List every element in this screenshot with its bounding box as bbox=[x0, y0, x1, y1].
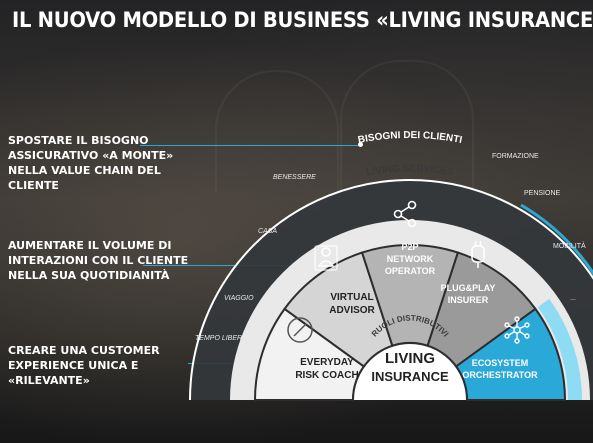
statement-shift-need: SPOSTARE IL BISOGNO ASSICURATIVO «A MONT… bbox=[8, 134, 174, 192]
ring-label-needs: BISOGNI DEI CLIENTI bbox=[357, 130, 463, 146]
segment-label-line: ORCHESTRATOR bbox=[462, 370, 538, 380]
need-label: FORMAZIONE bbox=[492, 153, 539, 160]
need-label: MOBILITÀ bbox=[553, 241, 586, 250]
center-core bbox=[353, 343, 467, 400]
statement-increase-interactions: AUMENTARE IL VOLUME DI INTERAZIONI CON I… bbox=[8, 239, 189, 282]
page-title: IL NUOVO MODELLO DI BUSINESS «LIVING INS… bbox=[12, 8, 593, 32]
share-network-icon bbox=[393, 200, 417, 228]
segment-label-line: RISK COACH bbox=[295, 370, 358, 381]
need-label: CASA bbox=[258, 228, 277, 235]
ecosystem-icon bbox=[504, 316, 530, 344]
need-label: BENESSERE bbox=[273, 174, 316, 181]
needs-ring-arc-blue bbox=[520, 203, 593, 276]
compass-icon bbox=[287, 317, 313, 343]
plug-icon bbox=[471, 241, 485, 268]
segment-label-line: ADVISOR bbox=[329, 305, 375, 316]
segment-label-line: EVERYDAY bbox=[300, 357, 354, 368]
center-core-border bbox=[352, 342, 468, 401]
ecosystem-highlight-band bbox=[537, 298, 582, 401]
background-arch bbox=[215, 70, 339, 192]
advisor-icon bbox=[314, 245, 338, 271]
segment-label-line: OPERATOR bbox=[385, 266, 436, 276]
center-title-line1: LIVING bbox=[385, 350, 435, 367]
need-label: ... bbox=[570, 295, 576, 302]
center-title-line2: INSURANCE bbox=[371, 369, 449, 384]
segment-label-line: ECOSYSTEM bbox=[472, 358, 529, 368]
needs-ring-arc bbox=[189, 179, 593, 401]
statement-customer-experience: CREARE UNA CUSTOMER EXPERIENCE UNICA E «… bbox=[8, 344, 160, 387]
need-label: TEMPO LIBERO bbox=[195, 335, 248, 342]
segment-label-line: NETWORK bbox=[387, 254, 434, 264]
ring-label-services: LIVING SERVICES bbox=[366, 163, 455, 178]
segment-label-line: INSURER bbox=[448, 295, 489, 305]
need-label: PENSIONE bbox=[524, 190, 561, 197]
need-label: VIAGGIO bbox=[224, 295, 254, 302]
segment-label-line: VIRTUAL bbox=[330, 292, 373, 303]
statement-connector bbox=[140, 142, 363, 148]
segment-label-line: PLUG&PLAY bbox=[441, 283, 496, 293]
background-arch bbox=[340, 60, 474, 192]
segment-label-line: P2P bbox=[401, 242, 418, 252]
